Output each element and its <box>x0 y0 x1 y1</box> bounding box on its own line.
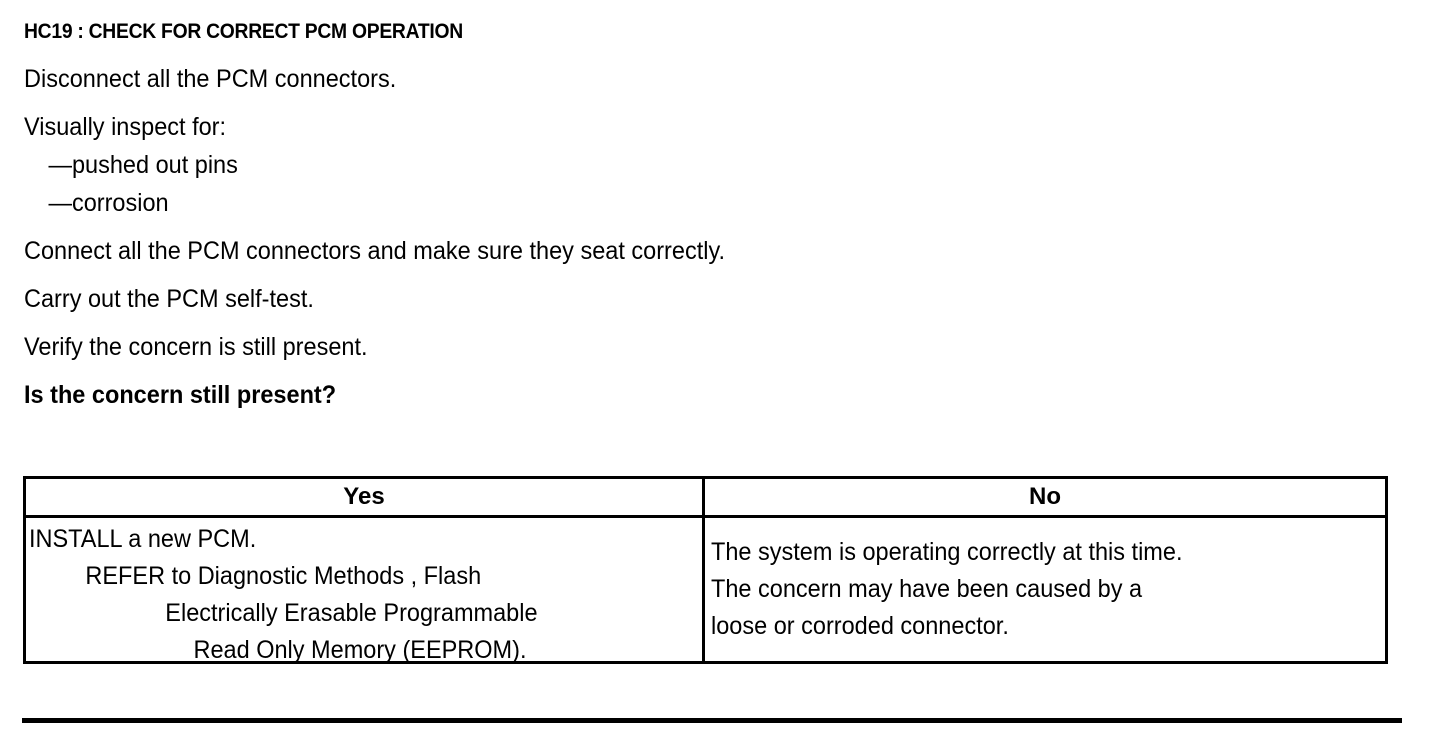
yes-action-line-2: REFER to Diagnostic Methods , Flash <box>85 562 482 590</box>
step-line-self-test: Carry out the PCM self-test. <box>24 285 314 313</box>
yes-action-line-1: INSTALL a new PCM. <box>29 525 257 553</box>
table-row: INSTALL a new PCM. REFER to Diagnostic M… <box>26 518 1385 664</box>
decision-question: Is the concern still present? <box>24 381 337 409</box>
table-cell-no-action: The system is operating correctly at thi… <box>705 518 1385 661</box>
bullet-corrosion: —corrosion <box>48 189 169 217</box>
table-cell-yes-action: INSTALL a new PCM. REFER to Diagnostic M… <box>26 518 705 664</box>
decision-table: Yes No INSTALL a new PCM. REFER to Diagn… <box>23 476 1388 664</box>
yes-action-line-3: Electrically Erasable Programmable <box>165 599 538 627</box>
table-header-row: Yes No <box>26 479 1385 518</box>
table-header-yes: Yes <box>26 479 705 515</box>
no-action-line-2: The concern may have been caused by a <box>711 575 1143 603</box>
no-action-line-3: loose or corroded connector. <box>711 612 1009 640</box>
step-line-disconnect: Disconnect all the PCM connectors. <box>24 65 397 93</box>
no-action-line-1: The system is operating correctly at thi… <box>711 538 1183 566</box>
yes-action-line-4: Read Only Memory (EEPROM). <box>193 636 527 664</box>
footer-divider <box>22 718 1402 723</box>
step-line-visually-inspect: Visually inspect for: <box>24 113 227 141</box>
page-title: HC19 : CHECK FOR CORRECT PCM OPERATION <box>24 20 463 43</box>
step-line-connect: Connect all the PCM connectors and make … <box>24 237 725 265</box>
bullet-pushed-out-pins: —pushed out pins <box>48 151 238 179</box>
procedure-steps: Disconnect all the PCM connectors. Visua… <box>24 66 1384 408</box>
step-line-verify: Verify the concern is still present. <box>24 333 368 361</box>
table-header-no: No <box>1029 483 1061 510</box>
